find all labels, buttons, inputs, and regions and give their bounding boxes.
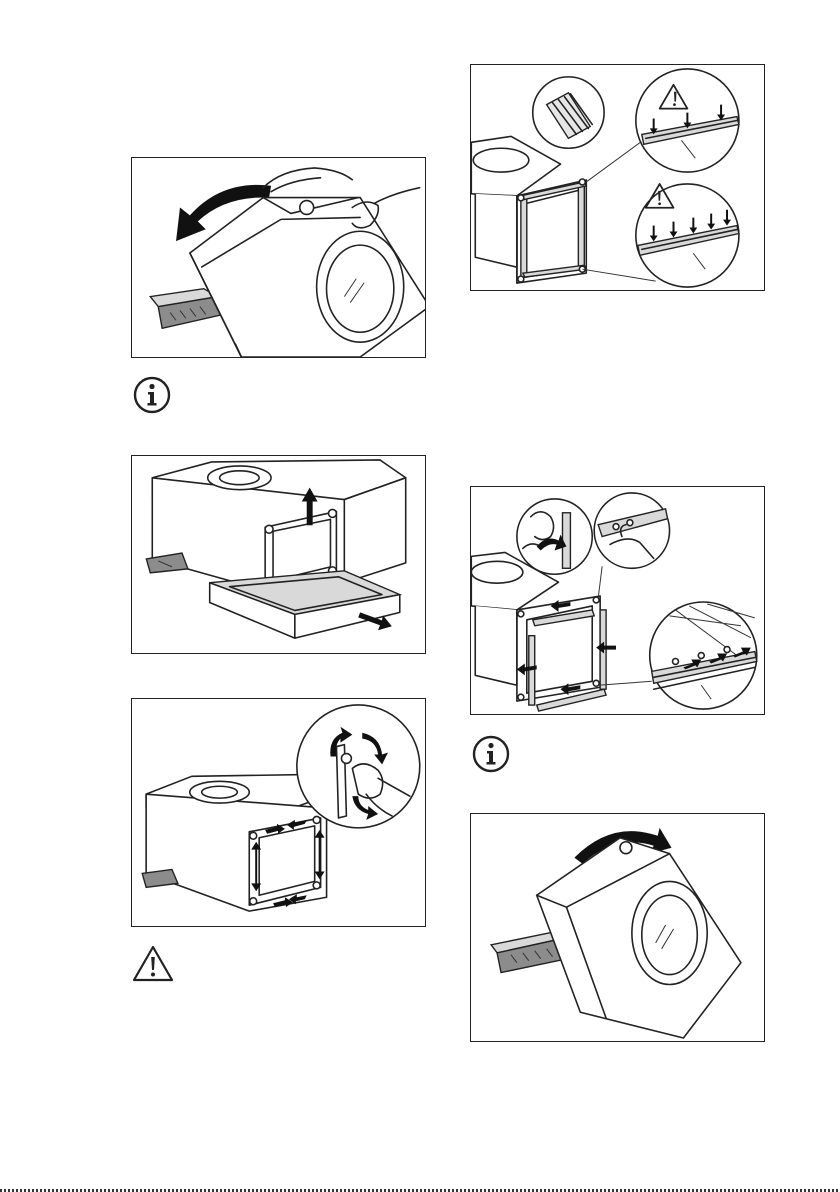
figure-remove-base-tray — [131, 455, 426, 654]
warning-triangle-icon — [131, 944, 175, 984]
info-icon — [471, 734, 511, 774]
figure-tilt-machine-back — [131, 157, 426, 358]
clean-frame-illustration — [132, 699, 425, 926]
fit-seal-strips-illustration — [471, 487, 764, 714]
info-icon — [132, 375, 172, 415]
figure-tilt-machine-upright — [470, 813, 765, 1042]
figure-seal-strips — [470, 64, 765, 291]
figure-fit-seal-strips — [470, 486, 765, 715]
seal-strips-warning-illustration — [471, 65, 764, 290]
remove-base-tray-illustration — [132, 456, 425, 653]
figure-clean-frame — [131, 698, 426, 927]
tilt-machine-upright-illustration — [471, 814, 764, 1041]
tilt-machine-back-illustration — [132, 158, 425, 357]
